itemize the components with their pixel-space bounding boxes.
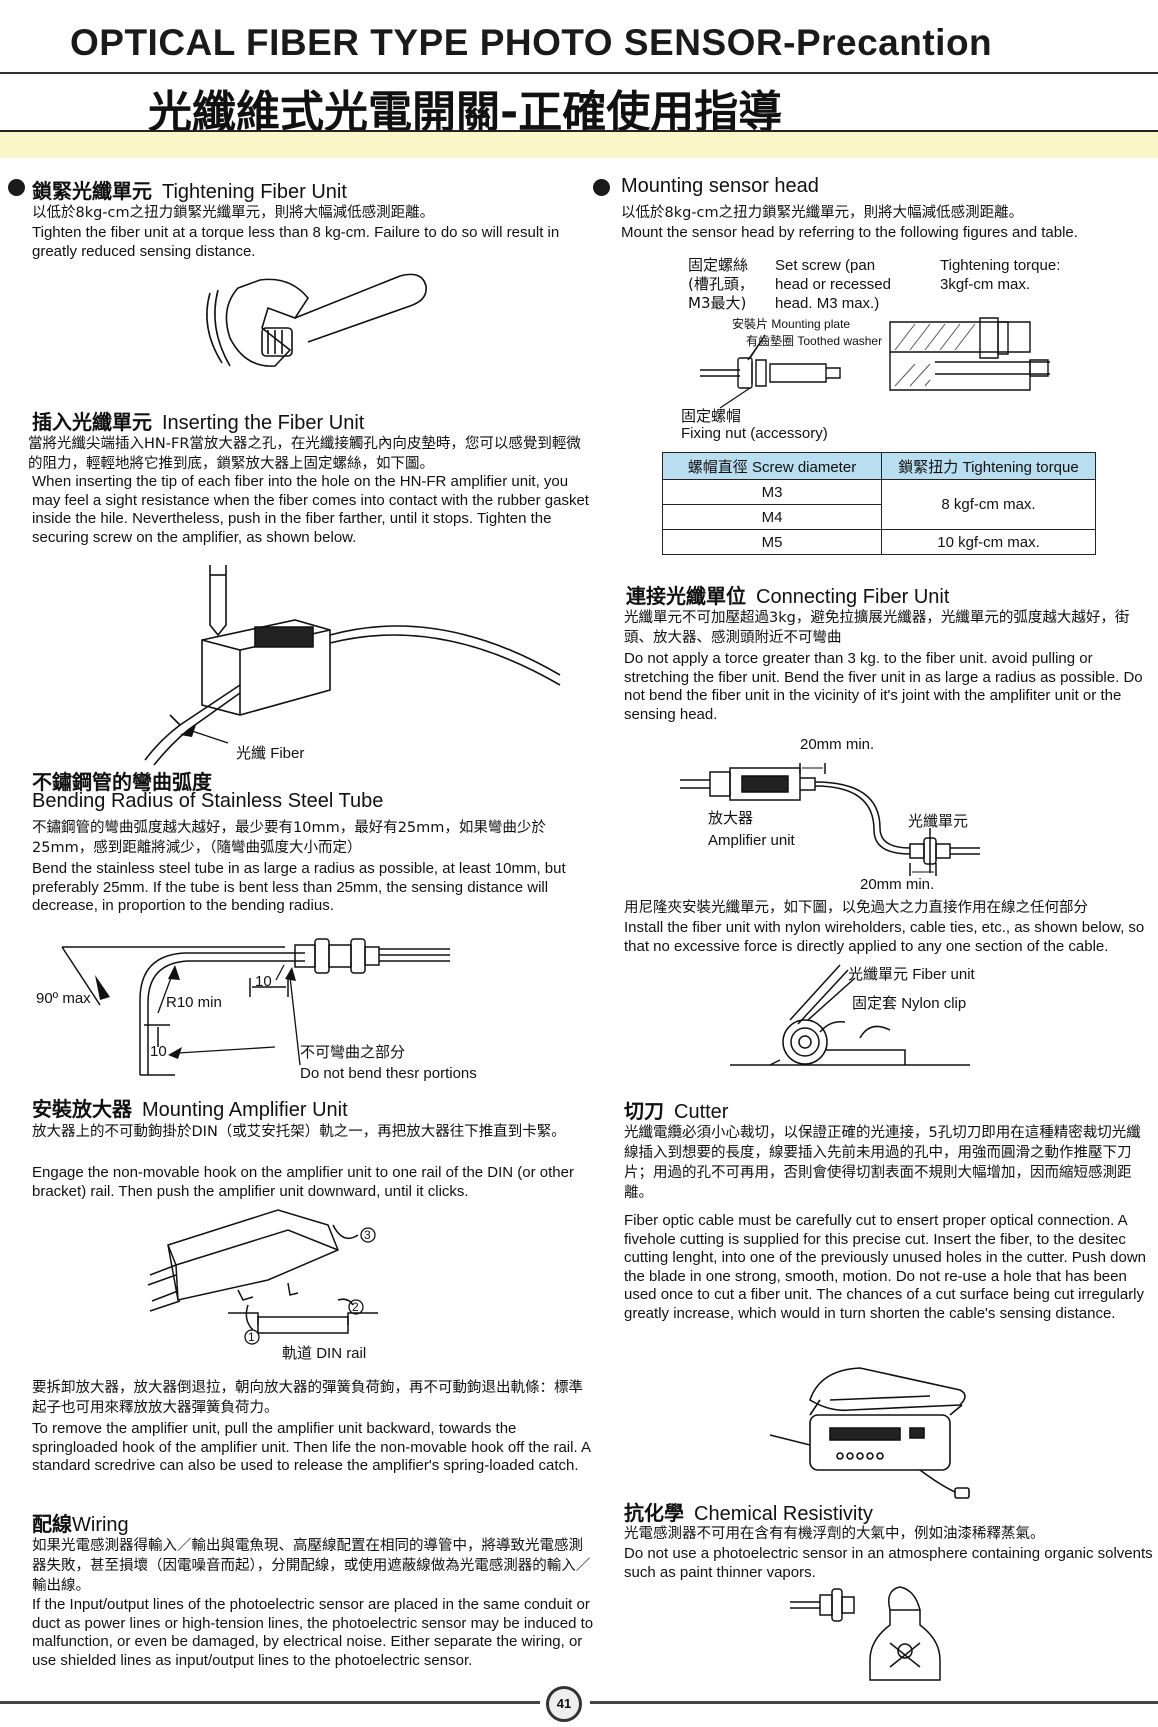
section-title-wiring: 配線Wiring (32, 1512, 129, 1536)
tightening-text-en: Tighten the fiber unit at a torque less … (32, 224, 560, 260)
nylon-text-zh: 用尼隆夾安裝光纖單元，如下圖，以免過大之力直接作用在線之任何部分 (624, 900, 1088, 916)
title-rule (0, 72, 1158, 74)
remove-text-zh: 要拆卸放大器，放大器倒退拉，朝向放大器的彈簧負荷鉤，再不可動鉤退出軌條：標準起子… (32, 1380, 583, 1416)
inserting-text-zh: 當將光纖尖端插入HN-FR當放大器之孔，在光纖接觸孔內向皮墊時，您可以感覺到輕微… (28, 436, 581, 472)
torque-table: 螺帽直徑 Screw diameter 鎖緊扭力 Tightening torq… (662, 452, 1096, 555)
connecting-text-zh: 光纖單元不可加壓超過3kg，避免拉擴展光纖器，光纖單元的弧度越大越好，街頭、放大… (624, 610, 1130, 646)
page-title-chinese: 光纖維式光電開關-正確使用指導 (148, 87, 783, 138)
footer-rule-left (0, 1701, 540, 1704)
amplifier-label-en: Amplifier unit (708, 832, 795, 849)
amplifier-text-zh: 放大器上的不可動鉤掛於DIN（或艾安托架）軌之一，再把放大器往下推直到卡緊。 (32, 1124, 566, 1140)
fiber-unit-label-zh: 光纖單元 (908, 812, 969, 830)
bullet-icon (593, 179, 610, 196)
mounting-head-text-zh: 以低於8kg-cm之扭力鎖緊光纖單元，則將大幅減低感測距離。 (621, 205, 1024, 221)
table-cell: M3 (662, 479, 882, 505)
section-title-bending-en: Bending Radius of Stainless Steel Tube (32, 790, 384, 812)
chemical-text-zh: 光電感測器不可用在含有有機浮劑的大氣中，例如油漆稀釋蒸氣。 (624, 1526, 1045, 1542)
bending-diagram (40, 935, 480, 1075)
connecting-text-en: Do not apply a torce greater than 3 kg. … (624, 650, 1143, 723)
fiber-connection-diagram (680, 758, 1000, 878)
sensor-head-mounting-diagram (690, 300, 1070, 410)
inserting-text-en: When inserting the tip of each fiber int… (32, 473, 589, 546)
amplifier-text-en: Engage the non-movable hook on the ampli… (32, 1164, 574, 1200)
dimension-10-top: 10 (255, 973, 272, 990)
step-1-label: 1 (248, 1330, 255, 1344)
cutter-text-en: Fiber optic cable must be carefully cut … (624, 1212, 1147, 1322)
step-2-label: 2 (352, 1300, 359, 1314)
wiring-text-zh: 如果光電感測器得輸入／輸出與電魚現、高壓線配置在相同的導管中，將導致光電感測器失… (32, 1538, 591, 1594)
set-screw-label-zh: 固定螺絲 (槽孔頭， M3最大) (688, 256, 754, 312)
set-screw-label-en: Set screw (pan head or recessed head. M3… (775, 257, 891, 312)
remove-text-en: To remove the amplifier unit, pull the a… (32, 1420, 591, 1475)
bending-text-zh: 不鏽鋼管的彎曲弧度越大越好，最少要有10mm，最好有25mm，如果彎曲少於25m… (32, 820, 546, 856)
din-rail-label: 軌道 DIN rail (282, 1344, 367, 1362)
radius-label: R10 min (166, 994, 222, 1011)
fixing-nut-label-zh: 固定螺帽 (681, 407, 742, 425)
table-cell: M5 (662, 529, 882, 555)
toothed-washer-label: 有齒墊圈 Toothed washer (746, 334, 883, 348)
amplifier-label-zh: 放大器 (708, 809, 754, 827)
table-cell: M4 (662, 504, 882, 530)
table-header-torque: 鎖緊扭力 Tightening torque (881, 452, 1096, 480)
page-title: OPTICAL FIBER TYPE PHOTO SENSOR-Precanti… (70, 22, 993, 63)
table-cell: 10 kgf-cm max. (881, 529, 1096, 555)
mounting-plate-label: 安裝片 Mounting plate (732, 317, 851, 331)
header-band (0, 130, 1158, 158)
table-header-screw: 螺帽直徑 Screw diameter (662, 452, 882, 480)
footer-rule-right (590, 1701, 1158, 1704)
page-number: 41 (546, 1686, 582, 1722)
no-bend-note-en: Do not bend thesr portions (300, 1065, 477, 1082)
section-title-bending-zh: 不鏽鋼管的彎曲弧度 (32, 770, 212, 794)
chemical-text-en: Do not use a photoelectric sensor in an … (624, 1545, 1153, 1581)
tightening-text-zh: 以低於8kg-cm之扭力鎖緊光纖單元，則將大幅減低感測距離。 (32, 205, 435, 221)
no-bend-note-zh: 不可彎曲之部分 (300, 1043, 406, 1061)
min-distance-label-2: 20mm min. (860, 876, 935, 893)
fixing-nut-label-en: Fixing nut (accessory) (681, 425, 828, 442)
cutter-text-zh: 光纖電纜必須小心裁切，以保證正確的光連接，5孔切刀即用在這種精密裁切光纖線插入到… (624, 1125, 1141, 1201)
bullet-icon (8, 179, 25, 196)
mounting-head-text-en: Mount the sensor head by referring to th… (621, 224, 1078, 241)
wiring-text-en: If the Input/output lines of the photoel… (32, 1596, 594, 1669)
angle-label: 90º max (36, 990, 91, 1007)
nylon-clip-illustration (730, 960, 970, 1080)
bending-text-en: Bend the stainless steel tube in as larg… (32, 860, 566, 915)
step-3-label: 3 (364, 1228, 371, 1242)
din-rail-illustration (148, 1205, 408, 1355)
wrench-illustration (200, 268, 440, 383)
nylon-text-en: Install the fiber unit with nylon wireho… (624, 919, 1145, 955)
section-title-mounting-head: Mounting sensor head (621, 175, 819, 197)
amplifier-insert-illustration (140, 565, 580, 765)
tightening-torque-label: Tightening torque: 3kgf-cm max. (940, 257, 1061, 293)
nylon-clip-label: 固定套 Nylon clip (852, 994, 967, 1012)
table-cell: 8 kgf-cm max. (881, 479, 1096, 530)
dimension-10-side: 10 (150, 1043, 167, 1060)
min-distance-label-1: 20mm min. (800, 736, 875, 753)
solvent-bottle-illustration (790, 1585, 950, 1685)
fiber-unit-label: 光纖單元 Fiber unit (848, 965, 975, 983)
fiber-label: 光纖 Fiber (236, 744, 305, 762)
cutter-illustration (770, 1360, 990, 1500)
